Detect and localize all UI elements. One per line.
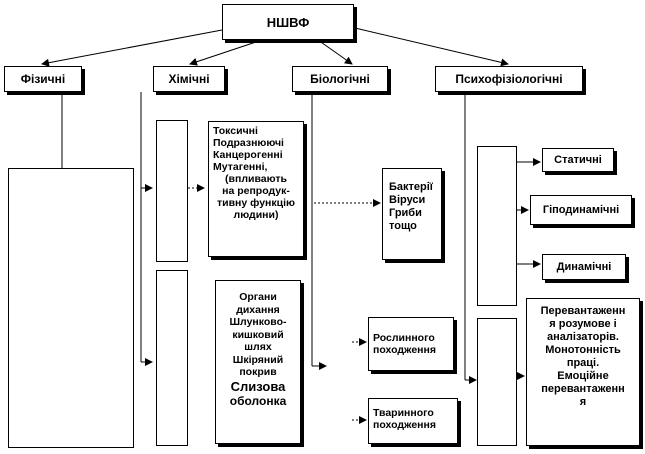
entry-route-item: Органи [239,291,277,303]
psycho-side-box-top [477,146,517,306]
entry-route-item: кишковий [232,328,284,341]
psycho-overload-line: перевантаженн [541,383,625,395]
psycho-overload-line: я [579,396,587,408]
entry-route-item: Слизова [230,378,286,394]
entry-route-item: Шлунково- [229,316,287,328]
psycho-overload-line: Перевантаженн [540,305,626,317]
chemical-side-box-bottom [156,270,188,446]
psycho-hypodynamic-label: Гіподинамічні [542,204,620,216]
chemical-entry-routes-box: Органи дихання Шлунково- кишковий шлях Ш… [215,280,301,444]
psycho-hypodynamic-box: Гіподинамічні [530,195,632,225]
psycho-side-box-bottom [477,318,517,446]
microorganism-item: Гриби [389,207,422,219]
physical-group-box [8,168,134,448]
bio-animal-line: Тваринного [373,407,434,419]
chemical-effect-item: Мутагенні, [213,161,268,173]
arrow-root-biological [317,39,353,65]
category-physical-label: Фізичні [20,72,66,86]
entry-route-item: оболонка [229,393,287,408]
entry-route-item: дихання [236,303,280,316]
bio-animal-line: походження [373,419,436,431]
category-biological: Біологічні [292,66,388,92]
category-biological-label: Біологічні [310,72,370,86]
category-chemical: Хімічні [153,66,225,92]
chemical-effect-item: тивну функцію [217,197,295,209]
microorganism-item: тощо [389,220,417,232]
arrow-root-physical [41,29,223,67]
psycho-overload-line: я розумове і [549,318,617,330]
chemical-side-box-top [156,120,188,262]
chemical-effect-item: на репродук- [222,185,290,197]
bio-microorganisms-box: Бактерії Віруси Гриби тощо [382,168,442,260]
chemical-effect-item: людини) [233,209,279,221]
psycho-static-label: Статичні [554,154,602,166]
chemical-effect-item: Канцерогенні [213,149,283,161]
arrow-root-psycho [354,27,509,67]
microorganism-item: Бактерії [389,181,433,193]
bio-plant-line: походження [373,344,436,356]
psycho-dynamic-box: Динамічні [542,254,626,280]
entry-route-item: покрив [239,366,277,378]
category-psycho-label: Психофізіологічні [455,72,563,86]
bio-plant-line: Рослинного [373,332,435,344]
category-chemical-label: Хімічні [168,72,210,86]
category-psycho: Психофізіологічні [435,66,583,92]
psycho-overload-line: аналізаторів. [547,331,619,343]
bio-plant-box: Рослинного походження [368,317,454,371]
arrow-root-chemical [189,39,263,66]
entry-route-item: Шкіряний [232,353,284,366]
psycho-dynamic-label: Динамічні [556,261,612,273]
chemical-effect-item: Токсичні [213,125,258,137]
root-label: НШВФ [266,14,310,30]
bio-animal-box: Тваринного походження [368,398,458,444]
root-node: НШВФ [222,4,354,40]
entry-route-item: шлях [244,341,272,353]
chemical-effect-item: Подразнюючі [213,137,284,149]
psycho-overload-box: Перевантаженн я розумове і аналізаторів.… [526,298,640,446]
psycho-overload-line: Емоційне [557,370,609,382]
psycho-static-box: Статичні [542,148,614,172]
chemical-effects-box: Токсичні Подразнюючі Канцерогенні Мутаге… [208,121,304,257]
microorganism-item: Віруси [389,194,426,206]
chemical-effect-item: (впливають [225,173,287,185]
psycho-overload-line: праці. [566,357,600,369]
category-physical: Фізичні [4,66,82,92]
psycho-overload-line: Монотонність [545,344,621,356]
